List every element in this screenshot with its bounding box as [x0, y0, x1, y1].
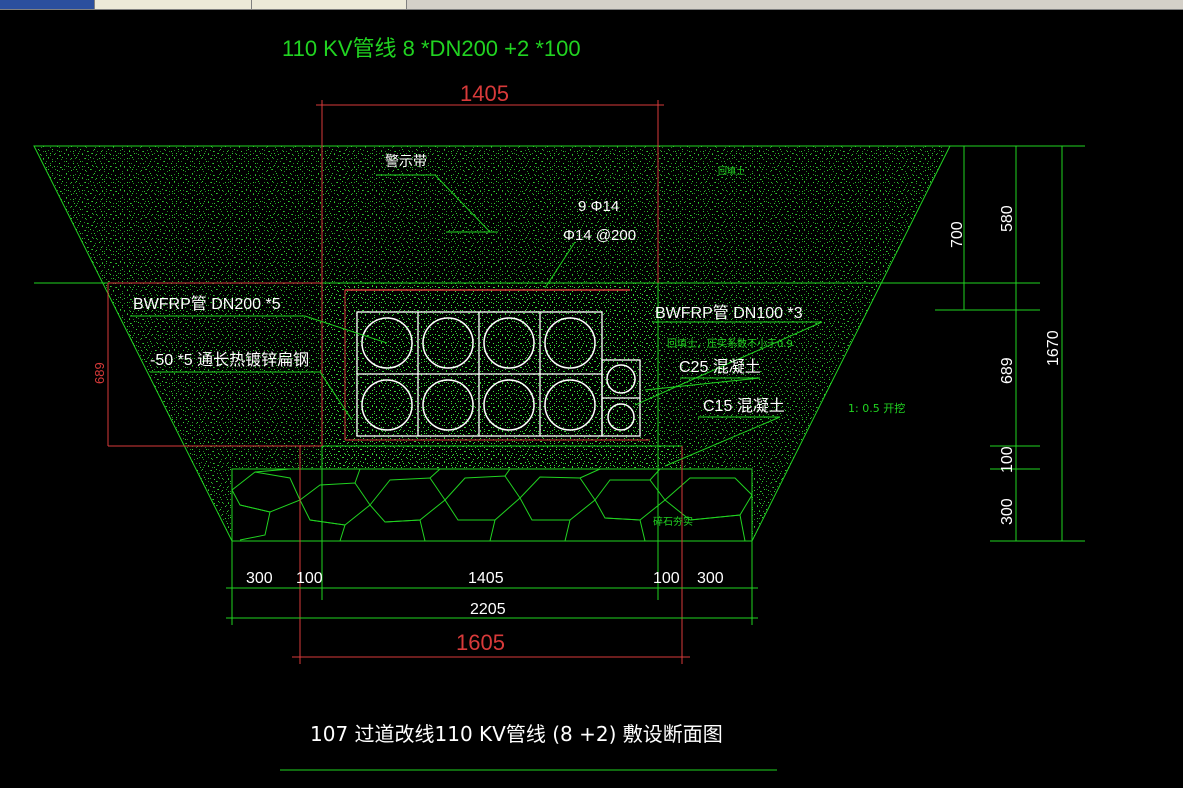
label-rebar-main: 9 Φ14 — [578, 198, 619, 215]
dim-right-300: 300 — [999, 498, 1016, 525]
label-slope: 1: 0.5 开挖 — [848, 401, 905, 415]
dim-bottom-300-left: 300 — [246, 570, 273, 587]
dn100-pipes — [606, 364, 636, 431]
dim-bottom-1405: 1405 — [468, 570, 504, 587]
dim-bottom-100-left: 100 — [296, 570, 323, 587]
label-c15: C15 混凝土 — [703, 397, 785, 415]
pipe-grid — [356, 311, 641, 437]
label-pipe-large: BWFRP管 DN200 *5 — [133, 295, 281, 313]
title-top: 110 KV管线 8 *DN200 +2 *100 — [282, 36, 581, 61]
dim-top-red: 1405 — [460, 81, 509, 106]
dim-bottom-300-right: 300 — [697, 570, 724, 587]
label-flat-steel: -50 *5 通长热镀锌扁钢 — [150, 351, 309, 369]
dim-left-red: 689 — [92, 362, 107, 384]
drawing-caption: 107 过道改线110 KV管线 (8 +2) 敷设断面图 — [310, 722, 723, 746]
label-backfill: 回填土 — [718, 165, 745, 177]
c15-layer — [321, 445, 683, 470]
dim-right-700: 700 — [949, 221, 966, 248]
drawing-tab-1[interactable] — [0, 0, 95, 9]
label-backfill-note: 回填土，压实系数不小于0.9 — [667, 337, 793, 350]
label-pipe-small: BWFRP管 DN100 *3 — [655, 304, 803, 322]
dim-total-red: 1605 — [456, 630, 505, 655]
drawing-tab-bar — [0, 0, 1183, 10]
dim-total: 2205 — [470, 601, 506, 618]
dim-right-689: 689 — [999, 357, 1016, 384]
dim-right-580: 580 — [999, 205, 1016, 232]
dim-right-100: 100 — [999, 446, 1016, 473]
label-warning-tape: 警示带 — [385, 154, 427, 170]
dim-bottom-100-right: 100 — [653, 570, 680, 587]
label-gravel: 碎石夯实 — [653, 515, 693, 528]
label-rebar-stirrup: Φ14 @200 — [563, 227, 636, 244]
drawing-tab-3[interactable] — [252, 0, 407, 9]
label-c25: C25 混凝土 — [679, 358, 761, 376]
drawing-tab-2[interactable] — [95, 0, 252, 9]
dim-right-1670: 1670 — [1045, 330, 1062, 366]
dn200-pipes — [361, 317, 596, 431]
gravel-layer — [231, 468, 753, 542]
